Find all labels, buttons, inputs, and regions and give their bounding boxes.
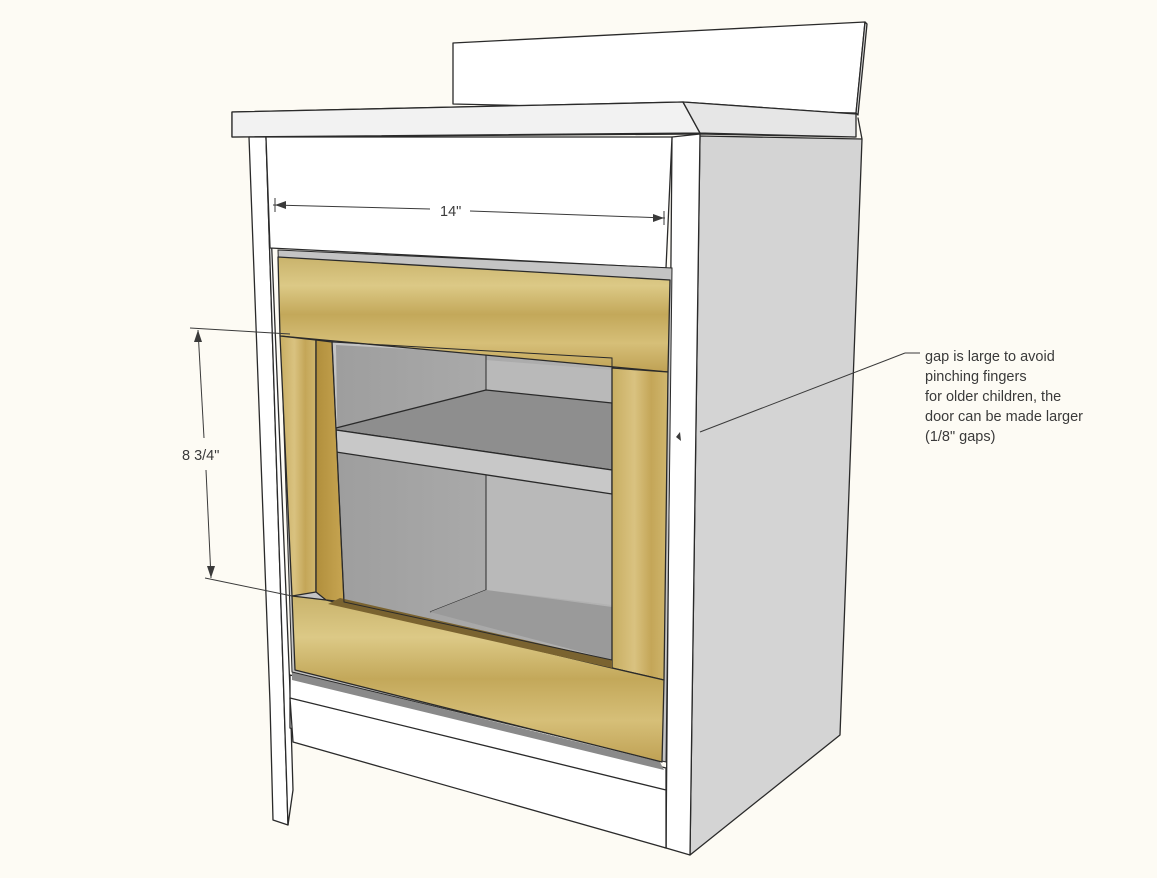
right-side-panel: [689, 117, 863, 856]
gap-note-line-5: (1/8" gaps): [925, 429, 995, 445]
gap-note-line-1: gap is large to avoid: [925, 349, 1055, 365]
gap-note: gap is large to avoid pinching fingers f…: [676, 349, 1083, 445]
height-dimension: 8 3/4": [182, 327, 293, 597]
countertop: [231, 101, 857, 138]
gap-note-line-4: door can be made larger: [925, 409, 1083, 425]
door: [277, 256, 671, 763]
height-dimension-label: 8 3/4": [182, 448, 219, 464]
face-frame: [248, 133, 701, 856]
backsplash: [452, 21, 868, 116]
gap-note-line-3: for older children, the: [925, 389, 1061, 405]
width-dimension-label: 14": [440, 204, 461, 220]
width-dimension: 14": [272, 198, 666, 225]
gap-note-line-2: pinching fingers: [925, 369, 1027, 385]
